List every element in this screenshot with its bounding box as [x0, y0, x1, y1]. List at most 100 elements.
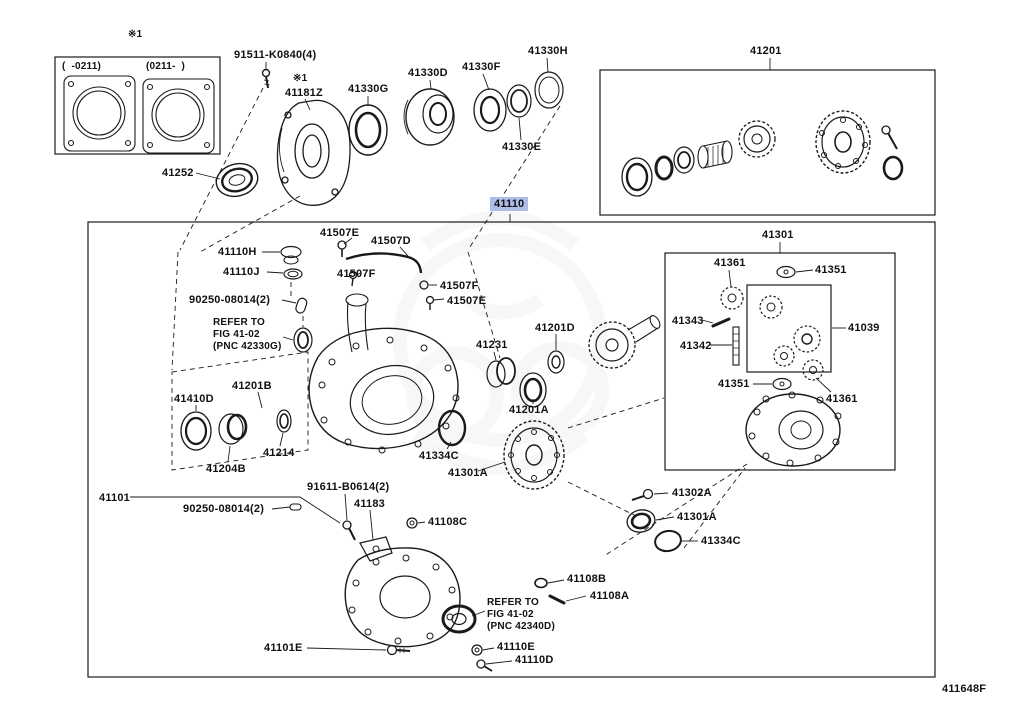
- part-41330d-bearing: [403, 88, 455, 146]
- reference-note-1-line2: FIG 41-02: [213, 329, 260, 340]
- part-41334c-ring-left: [437, 409, 467, 447]
- note-ref-mid: ※1: [293, 73, 308, 84]
- part-label-41181z: 41181Z: [285, 87, 323, 99]
- reference-note-2-line3: (PNC 42340D): [487, 621, 555, 632]
- part-label-41101: 41101: [99, 492, 130, 504]
- part-41108a-stud: [548, 594, 566, 605]
- reference-note-2-line2: FIG 41-02: [487, 609, 534, 620]
- part-41110h-plug: [280, 245, 302, 265]
- part-41108b-nut: [534, 577, 548, 589]
- range-label-after: (0211- ): [146, 61, 186, 72]
- part-41204b-bearing: [218, 413, 248, 445]
- part-label-41301a-right: 41301A: [677, 511, 717, 523]
- part-label-41507d: 41507D: [371, 235, 411, 247]
- part-41181z-housing: [276, 99, 351, 206]
- part-42340d-seal-ref: [441, 604, 477, 634]
- part-gasket-plates: [63, 75, 215, 154]
- watermark-emblem: [393, 210, 609, 475]
- part-41231-spacer: [486, 357, 516, 388]
- figure-code: 411648F: [942, 683, 987, 695]
- part-label-91611-b0614: 91611-B0614(2): [307, 481, 390, 493]
- part-41330h-ring: [534, 71, 564, 109]
- part-41330f-bearing: [473, 88, 507, 132]
- part-label-41410d: 41410D: [174, 393, 214, 405]
- part-label-41330f: 41330F: [462, 61, 501, 73]
- part-41214-ring: [276, 409, 292, 433]
- part-label-41330h: 41330H: [528, 45, 568, 57]
- part-label-41302a: 41302A: [672, 487, 712, 499]
- part-label-41201d: 41201D: [535, 322, 575, 334]
- part-label-41252: 41252: [162, 167, 194, 179]
- part-label-41201: 41201: [750, 45, 782, 57]
- part-label-41231: 41231: [476, 339, 508, 351]
- part-lower-cover: [344, 547, 461, 648]
- part-label-41334c-right: 41334C: [701, 535, 741, 547]
- part-label-41507e-right: 41507E: [447, 295, 487, 307]
- part-label-41342: 41342: [680, 340, 712, 352]
- part-42330g-bearing-ref: [293, 327, 313, 353]
- part-41101e-bolt: [386, 644, 411, 656]
- part-label-41343: 41343: [672, 315, 704, 327]
- part-label-41214: 41214: [263, 447, 295, 459]
- part-label-41183: 41183: [354, 498, 385, 510]
- part-label-41201b: 41201B: [232, 380, 272, 392]
- part-41301a-ring-gear: [503, 420, 565, 490]
- part-label-90250-bottom: 90250-08014(2): [183, 503, 265, 515]
- part-label-41507e-top: 41507E: [320, 227, 360, 239]
- reference-note-2-line1: REFER TO: [487, 597, 539, 608]
- part-label-41101e: 41101E: [264, 642, 303, 654]
- part-41201a-bearing: [519, 372, 547, 408]
- part-90250-pin-bottom: [289, 503, 302, 511]
- part-41301a-bearing-right: [626, 509, 656, 533]
- part-label-41204b: 41204B: [206, 463, 246, 475]
- part-41252-seal: [215, 162, 259, 198]
- part-90250-pin-top: [295, 297, 308, 314]
- part-label-91511-k0840: 91511-K0840(4): [234, 49, 317, 61]
- part-label-41351-bottom: 41351: [718, 378, 750, 390]
- part-label-41039: 41039: [848, 322, 880, 334]
- part-drive-pinion: [588, 315, 661, 369]
- range-label-before: ( -0211): [62, 61, 102, 72]
- part-41110-carrier-housing: [308, 293, 460, 454]
- part-label-41108c: 41108C: [428, 516, 468, 528]
- frame-boxes: [54, 56, 936, 678]
- part-41330e-ring: [506, 84, 532, 118]
- part-41330g-bearing: [348, 104, 388, 156]
- leader-lines: [130, 57, 846, 665]
- part-41110d-plug: [476, 659, 493, 672]
- part-label-41330e: 41330E: [502, 141, 542, 153]
- part-label-41334c-left: 41334C: [419, 450, 459, 462]
- part-label-41110e: 41110E: [497, 641, 535, 653]
- part-41110j-gasket: [283, 268, 303, 280]
- part-41334c-ring-right: [654, 529, 682, 553]
- part-label-41108b: 41108B: [567, 573, 607, 585]
- part-label-41110j: 41110J: [223, 266, 260, 278]
- part-label-41110d: 41110D: [515, 654, 554, 666]
- reference-note-1-line3: (PNC 42330G): [213, 341, 282, 352]
- part-label-41110h: 41110H: [218, 246, 257, 258]
- part-label-41361-bottom: 41361: [826, 393, 858, 405]
- part-label-41507f-right: 41507F: [440, 280, 479, 292]
- note-ref-top: ※1: [128, 29, 143, 40]
- part-41201-pinion-ring-gear: [621, 110, 904, 197]
- part-label-41351-top: 41351: [815, 264, 847, 276]
- part-41302a-bolt: [631, 488, 654, 501]
- part-label-41108a: 41108A: [590, 590, 630, 602]
- part-label-41330g: 41330G: [348, 83, 389, 95]
- part-41410d-seal: [180, 411, 212, 451]
- part-41507-breather-tube-set: [337, 240, 435, 310]
- part-41201d-washer: [547, 350, 565, 374]
- part-91511-bolt: [261, 68, 271, 89]
- part-label-90250-top: 90250-08014(2): [189, 294, 271, 306]
- part-label-41110-selected[interactable]: 41110: [490, 197, 529, 212]
- part-91611-bolt: [342, 520, 356, 541]
- part-label-41301: 41301: [762, 229, 794, 241]
- part-label-41330d: 41330D: [408, 67, 448, 79]
- part-label-41507f-left: 41507F: [337, 268, 376, 280]
- part-41108c-plug: [406, 517, 418, 529]
- part-41110e-washer: [471, 644, 483, 656]
- part-label-41361-top: 41361: [714, 257, 746, 269]
- projection-lines: [171, 87, 748, 557]
